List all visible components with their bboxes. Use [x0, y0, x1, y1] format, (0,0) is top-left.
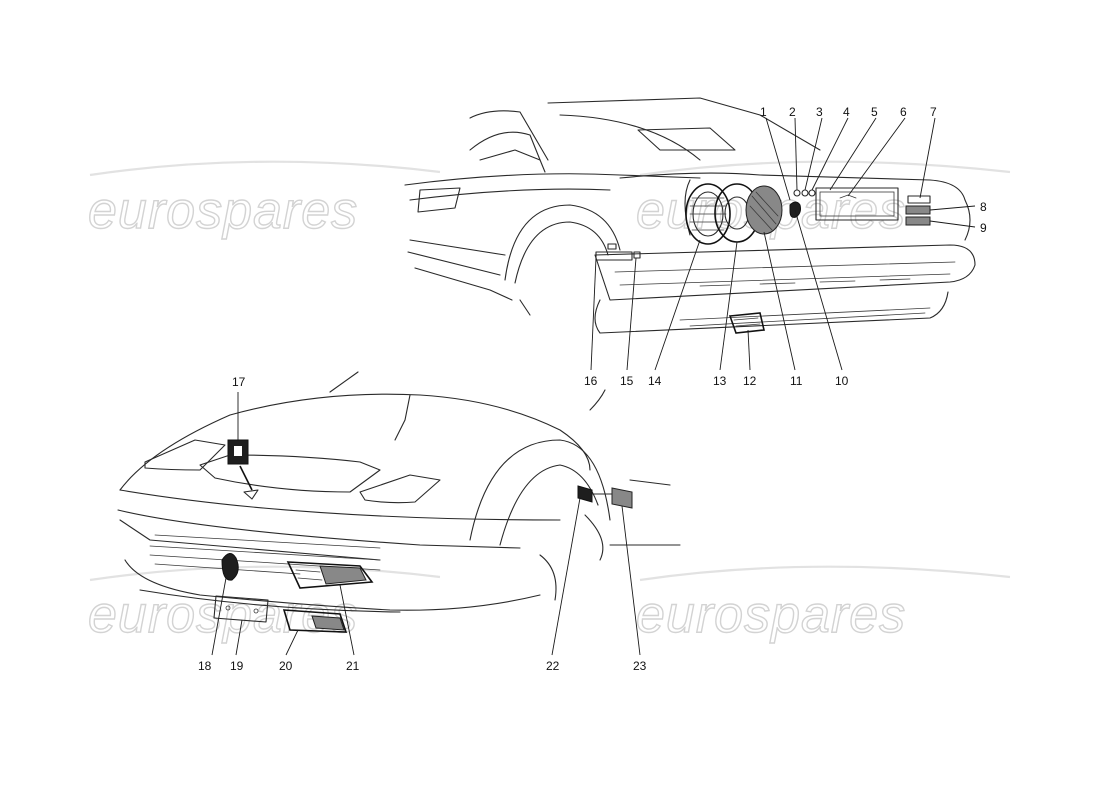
- callout-label: 7: [930, 105, 937, 119]
- callout-label: 11: [790, 374, 803, 388]
- callout-label: 23: [633, 659, 647, 673]
- callout-label: 8: [980, 200, 987, 214]
- callout-label: 22: [546, 659, 560, 673]
- callout-label: 17: [232, 375, 246, 389]
- callout-label: 15: [620, 374, 634, 388]
- callout-label: 12: [743, 374, 757, 388]
- callout-label: 5: [871, 105, 878, 119]
- callout-label: 6: [900, 105, 907, 119]
- callout-label: 4: [843, 105, 850, 119]
- front-car-outline: [117, 371, 681, 633]
- callout-label: 10: [835, 374, 849, 388]
- callout-label: 2: [789, 105, 796, 119]
- callout-label: 1: [760, 105, 767, 119]
- leader-lines: [211, 117, 976, 656]
- callout-label: 9: [980, 221, 987, 235]
- callout-label: 18: [198, 659, 212, 673]
- callout-label: 13: [713, 374, 727, 388]
- callout-label: 19: [230, 659, 244, 673]
- callout-label: 21: [346, 659, 360, 673]
- callout-label: 20: [279, 659, 293, 673]
- watermark-logo: eurospares: [88, 182, 358, 240]
- watermark-logo: eurospares: [636, 586, 906, 644]
- callout-label: 16: [584, 374, 598, 388]
- callout-label: 14: [648, 374, 662, 388]
- callout-label: 3: [816, 105, 823, 119]
- callout-labels: 1 2 3 4 5 6 7 8 9 10 11 12 13 14 15 16 1…: [198, 105, 987, 673]
